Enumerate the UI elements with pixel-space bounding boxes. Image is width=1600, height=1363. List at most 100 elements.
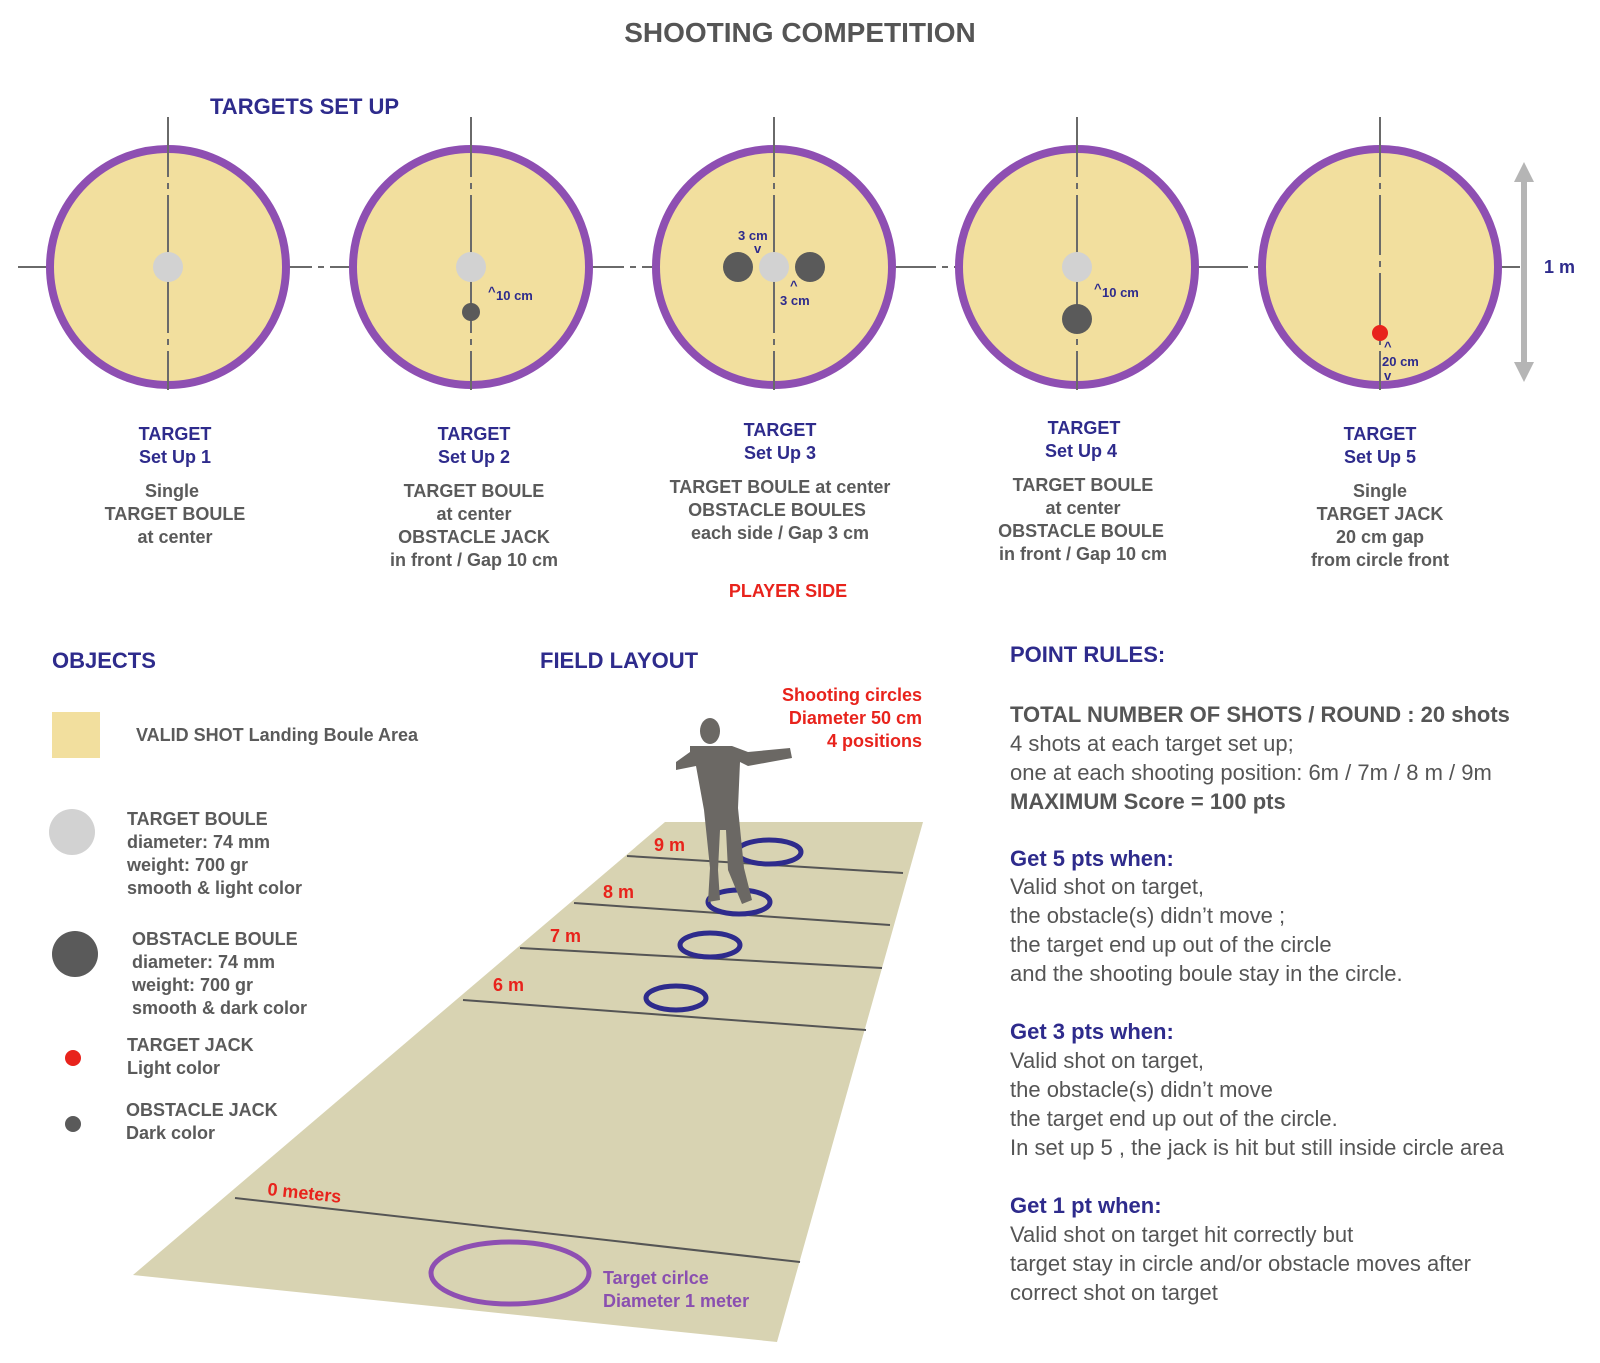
obstacle-jack-color: Dark color: [126, 1123, 215, 1143]
setup-1-desc-3: at center: [137, 527, 212, 547]
distance-9m: 9 m: [654, 835, 685, 855]
rule-5pts-line-3: the target end up out of the circle: [1010, 932, 1332, 957]
scale-arrow-down-icon: [1514, 362, 1534, 382]
setup-4-subtitle: Set Up 4: [1045, 441, 1117, 461]
rules-intro-2: one at each shooting position: 6m / 7m /…: [1010, 760, 1492, 785]
obstacle-boule-3-right: [795, 252, 825, 282]
obstacle-boule-finish: smooth & dark color: [132, 998, 307, 1018]
setup-4-desc-1: TARGET BOULE: [1013, 475, 1154, 495]
target-setup-5: ^ 20 cm v: [1258, 117, 1502, 390]
valid-area-label: VALID SHOT Landing Boule Area: [136, 725, 419, 745]
rules-max: MAXIMUM Score = 100 pts: [1010, 789, 1286, 814]
target-boule-3: [759, 252, 789, 282]
setup-3-desc-3: each side / Gap 3 cm: [691, 523, 869, 543]
rule-5pts-line-2: the obstacle(s) didn’t move ;: [1010, 903, 1285, 928]
shooting-circles-label-1: Shooting circles: [782, 685, 922, 705]
rules-intro-1: 4 shots at each target set up;: [1010, 731, 1294, 756]
scale-arrow-up-icon: [1514, 162, 1534, 182]
rule-5pts-line-1: Valid shot on target,: [1010, 874, 1204, 899]
rule-1pt-title: Get 1 pt when:: [1010, 1193, 1162, 1218]
gap-arrows-4: ^: [1094, 281, 1102, 296]
rule-3pts-line-4: In set up 5 , the jack is hit but still …: [1010, 1135, 1505, 1160]
shooting-circles-label-2: Diameter 50 cm: [789, 708, 922, 728]
setup-1-desc-1: Single: [145, 481, 199, 501]
rules-heading: POINT RULES:: [1010, 642, 1165, 667]
rule-3pts-line-3: the target end up out of the circle.: [1010, 1106, 1338, 1131]
setup-4-desc-3: OBSTACLE BOULE: [998, 521, 1164, 541]
gap-label-2: 10 cm: [496, 288, 533, 303]
rules-total: TOTAL NUMBER OF SHOTS / ROUND : 20 shots: [1010, 702, 1510, 727]
point-rules: POINT RULES: TOTAL NUMBER OF SHOTS / ROU…: [1010, 642, 1510, 1305]
shooting-circles-label-3: 4 positions: [827, 731, 922, 751]
shooting-circle-6m: [643, 983, 709, 1013]
setup-3-subtitle: Set Up 3: [744, 443, 816, 463]
rule-1pt-line-2: target stay in circle and/or obstacle mo…: [1010, 1251, 1471, 1276]
valid-area-swatch: [52, 712, 100, 758]
gap-label-3-top: 3 cm: [738, 228, 768, 243]
gap-arrow-5-bottom: v: [1384, 368, 1392, 383]
obstacle-boule-diameter: diameter: 74 mm: [132, 952, 275, 972]
target-setup-2: ^ 10 cm: [349, 117, 593, 390]
obstacle-boule-weight: weight: 700 gr: [131, 975, 253, 995]
distance-8m: 8 m: [603, 882, 634, 902]
setup-3-desc-2: OBSTACLE BOULES: [688, 500, 866, 520]
rule-5pts-title: Get 5 pts when:: [1010, 846, 1174, 871]
rule-5pts-line-4: and the shooting boule stay in the circl…: [1010, 961, 1403, 986]
rule-1pt-line-3: correct shot on target: [1010, 1280, 1218, 1305]
setup-1-title: TARGET: [139, 424, 212, 444]
target-boule-4: [1062, 252, 1092, 282]
objects-legend: OBJECTS VALID SHOT Landing Boule Area TA…: [49, 648, 419, 1143]
setup-1-desc-2: TARGET BOULE: [105, 504, 246, 524]
setup-1-subtitle: Set Up 1: [139, 447, 211, 467]
obstacle-jack-name: OBSTACLE JACK: [126, 1100, 278, 1120]
gap-label-3-bottom: 3 cm: [780, 293, 810, 308]
field-surface: [133, 822, 923, 1342]
target-circle-label-1: Target cirlce: [603, 1268, 709, 1288]
target-boule-diameter: diameter: 74 mm: [127, 832, 270, 852]
target-setup-4: ^ 10 cm: [955, 117, 1199, 390]
target-boule-name: TARGET BOULE: [127, 809, 268, 829]
obstacle-jack-2: [462, 303, 480, 321]
setup-5-desc-3: 20 cm gap: [1336, 527, 1424, 547]
rule-3pts-title: Get 3 pts when:: [1010, 1019, 1174, 1044]
gap-arrow-5-top: ^: [1384, 339, 1392, 354]
setup-2-title: TARGET: [438, 424, 511, 444]
setup-5-desc-2: TARGET JACK: [1317, 504, 1444, 524]
target-jack-5: [1372, 325, 1388, 341]
shooting-circle-7m: [677, 930, 743, 960]
target-boule-1: [153, 252, 183, 282]
scale-indicator: 1 m: [1514, 162, 1575, 382]
line-0m: [234, 1197, 801, 1263]
target-boule-2: [456, 252, 486, 282]
setup-3-desc-1: TARGET BOULE at center: [670, 477, 891, 497]
gap-label-5: 20 cm: [1382, 354, 1419, 369]
rule-3pts-line-2: the obstacle(s) didn’t move: [1010, 1077, 1273, 1102]
target-setup-1: [46, 117, 290, 390]
player-figure-icon: [676, 718, 792, 904]
target-jack-color: Light color: [127, 1058, 220, 1078]
rule-1pt-line-1: Valid shot on target hit correctly but: [1010, 1222, 1353, 1247]
target-setup-3: 3 cm v ^ 3 cm: [652, 117, 896, 390]
setup-4-desc-4: in front / Gap 10 cm: [999, 544, 1167, 564]
target-jack-swatch: [65, 1050, 81, 1066]
setup-3-title: TARGET: [744, 420, 817, 440]
setup-2-desc-2: at center: [436, 504, 511, 524]
player-side-label: PLAYER SIDE: [729, 581, 847, 601]
target-boule-swatch: [49, 809, 95, 855]
obstacle-boule-name: OBSTACLE BOULE: [132, 929, 298, 949]
gap-arrows-2: ^: [488, 284, 496, 299]
target-boule-weight: weight: 700 gr: [126, 855, 248, 875]
setup-2-desc-1: TARGET BOULE: [404, 481, 545, 501]
setup-5-title: TARGET: [1344, 424, 1417, 444]
setup-5-subtitle: Set Up 5: [1344, 447, 1416, 467]
setup-2-desc-3: OBSTACLE JACK: [398, 527, 550, 547]
setup-2-desc-4: in front / Gap 10 cm: [390, 550, 558, 570]
obstacle-boule-3-left: [723, 252, 753, 282]
distance-7m: 7 m: [550, 926, 581, 946]
page-title: SHOOTING COMPETITION: [624, 17, 976, 48]
targets-heading: TARGETS SET UP: [210, 94, 399, 119]
target-jack-name: TARGET JACK: [127, 1035, 254, 1055]
setup-5-desc-1: Single: [1353, 481, 1407, 501]
target-boule-finish: smooth & light color: [127, 878, 302, 898]
